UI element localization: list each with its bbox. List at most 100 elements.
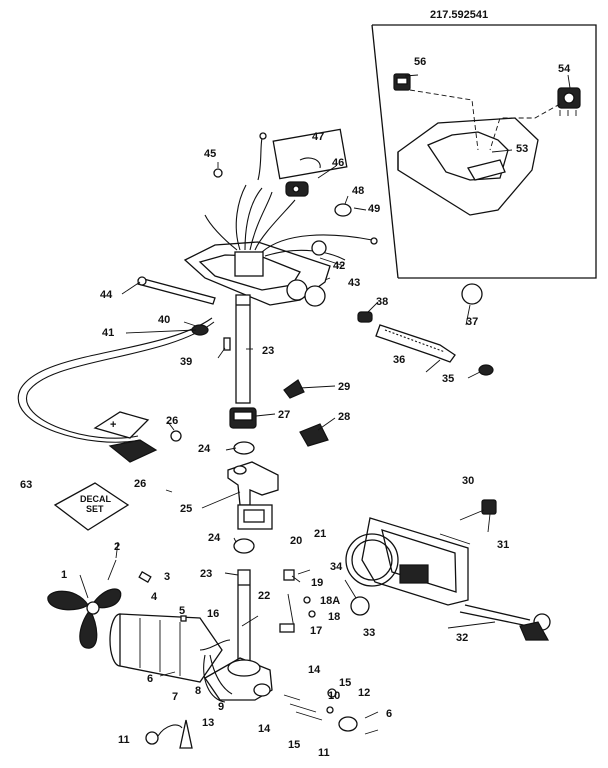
callout-38: 38 bbox=[376, 296, 388, 308]
callout-41: 41 bbox=[102, 327, 114, 339]
part-30 bbox=[459, 499, 497, 521]
callout-15-upper: 15 bbox=[339, 677, 351, 689]
bushing-24 bbox=[233, 441, 255, 455]
callout-53: 53 bbox=[516, 143, 528, 155]
callout-17: 17 bbox=[310, 625, 322, 637]
part-11-right bbox=[338, 716, 358, 732]
parts-upper bbox=[213, 128, 352, 256]
callout-26-lower: 26 bbox=[134, 478, 146, 490]
small-parts-10-15 bbox=[283, 688, 379, 735]
callout-34: 34 bbox=[330, 561, 343, 573]
small-parts-2-3-5 bbox=[107, 559, 187, 622]
foot-pedal-cable-41: + bbox=[17, 317, 215, 463]
callout-21: 21 bbox=[314, 528, 326, 540]
washer-26 bbox=[170, 430, 182, 442]
callout-4: 4 bbox=[151, 591, 158, 603]
callout-25: 25 bbox=[180, 503, 192, 515]
leader-lines bbox=[79, 74, 571, 677]
callout-6-right: 6 bbox=[386, 708, 392, 720]
callout-22: 22 bbox=[258, 590, 270, 602]
callout-9: 9 bbox=[218, 701, 224, 713]
callout-16: 16 bbox=[207, 608, 219, 620]
callout-44: 44 bbox=[100, 289, 113, 301]
callout-32: 32 bbox=[456, 632, 468, 644]
motor-part-4 bbox=[109, 613, 231, 683]
callout-63: 63 bbox=[20, 479, 32, 491]
callout-labels: 1 2 3 4 5 6 6 7 8 9 10 11 11 12 13 14 14… bbox=[20, 56, 571, 759]
bushing-24-lower bbox=[233, 538, 255, 554]
switch-part-54 bbox=[557, 87, 581, 116]
knob-42 bbox=[311, 240, 327, 256]
callout-8: 8 bbox=[195, 685, 201, 697]
callout-5: 5 bbox=[179, 605, 185, 617]
knob-33 bbox=[350, 596, 370, 616]
diagram-model-number: 217.592541 bbox=[430, 9, 488, 21]
inset-panel bbox=[371, 24, 597, 279]
callout-46: 46 bbox=[332, 157, 344, 169]
callout-11-right: 11 bbox=[318, 747, 330, 759]
callout-49: 49 bbox=[368, 203, 380, 215]
decal-set-part-63: DECAL SET bbox=[53, 482, 130, 531]
callout-27: 27 bbox=[278, 409, 290, 421]
callout-14-lower: 14 bbox=[258, 723, 271, 735]
shaft-36 bbox=[375, 324, 456, 363]
mount-bracket-part-31 bbox=[345, 517, 469, 606]
callout-24-lower: 24 bbox=[208, 532, 221, 544]
screw-45 bbox=[213, 168, 223, 178]
callout-13: 13 bbox=[202, 717, 214, 729]
decal-label-1: DECAL bbox=[80, 494, 112, 504]
knob-37 bbox=[461, 283, 483, 305]
callout-20: 20 bbox=[290, 535, 302, 547]
callout-26-upper: 26 bbox=[166, 415, 178, 427]
nut-35 bbox=[478, 364, 494, 376]
tiller-part-44 bbox=[137, 276, 216, 305]
callout-43: 43 bbox=[348, 277, 360, 289]
decal-label-2: SET bbox=[86, 504, 104, 514]
callout-24-upper: 24 bbox=[198, 443, 211, 455]
callout-12: 12 bbox=[358, 687, 370, 699]
callout-6-left: 6 bbox=[147, 673, 153, 685]
svg-text:+: + bbox=[110, 419, 116, 431]
switch-part-56 bbox=[393, 73, 411, 91]
part-38 bbox=[357, 311, 373, 323]
callout-23-lower: 23 bbox=[200, 568, 212, 580]
lower-unit-part-9 bbox=[203, 654, 273, 703]
callout-33: 33 bbox=[363, 627, 375, 639]
callout-31: 31 bbox=[497, 539, 509, 551]
callout-47: 47 bbox=[312, 131, 324, 143]
callout-15-lower: 15 bbox=[288, 739, 300, 751]
callout-39: 39 bbox=[180, 356, 192, 368]
control-head-part-43 bbox=[183, 241, 331, 307]
callout-3: 3 bbox=[164, 571, 170, 583]
callout-14-upper: 14 bbox=[308, 664, 321, 676]
part-28 bbox=[299, 423, 329, 447]
callout-36: 36 bbox=[393, 354, 405, 366]
callout-18a: 18A bbox=[320, 595, 340, 607]
callout-23-upper: 23 bbox=[262, 345, 274, 357]
washer-48 bbox=[334, 203, 352, 217]
callout-1: 1 bbox=[61, 569, 67, 581]
callout-48: 48 bbox=[352, 185, 364, 197]
mid-parts bbox=[170, 379, 329, 455]
callout-10: 10 bbox=[328, 690, 340, 702]
clamp-rod-part-32 bbox=[459, 604, 551, 641]
callout-42: 42 bbox=[333, 260, 345, 272]
callout-29: 29 bbox=[338, 381, 350, 393]
callout-45: 45 bbox=[204, 148, 216, 160]
callout-30: 30 bbox=[462, 475, 474, 487]
parts-11-13-left bbox=[145, 719, 193, 749]
propeller-part-1 bbox=[47, 588, 122, 649]
part-29 bbox=[283, 379, 305, 399]
callout-54: 54 bbox=[558, 63, 571, 75]
callout-28: 28 bbox=[338, 411, 350, 423]
callout-7: 7 bbox=[172, 691, 178, 703]
callout-18: 18 bbox=[328, 611, 340, 623]
parts-17-22 bbox=[279, 569, 316, 633]
callout-19: 19 bbox=[311, 577, 323, 589]
steering-assembly bbox=[357, 283, 494, 376]
callout-56: 56 bbox=[414, 56, 426, 68]
shaft-part-23-lower bbox=[233, 538, 255, 671]
bracket-part-25 bbox=[227, 461, 279, 530]
callout-37: 37 bbox=[466, 316, 478, 328]
